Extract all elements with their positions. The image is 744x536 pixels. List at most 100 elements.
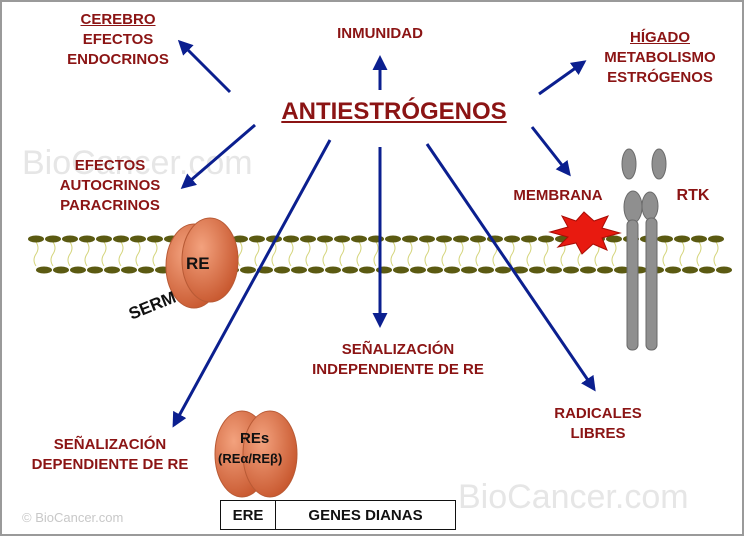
membrane-head [70,266,86,274]
label-dependiente-line1: SEÑALIZACIÓN [53,436,167,453]
membrane-head [410,266,426,274]
membrane-tail [679,241,685,267]
membrane-head [419,235,435,243]
rtk-receptor [621,148,667,351]
membrane-head [308,266,324,274]
membrane-head [708,235,724,243]
membrane-head [45,235,61,243]
membrane-head [368,235,384,243]
membrane-tail [543,241,549,267]
label-radicales-line2: LIBRES [570,425,626,442]
label-dependiente: SEÑALIZACIÓN DEPENDIENTE DE RE [20,435,200,475]
membrane-head [436,235,452,243]
label-dependiente-line2: DEPENDIENTE DE RE [31,456,189,473]
label-cerebro-line2: EFECTOS [82,31,154,48]
label-independiente: SEÑALIZACIÓN INDEPENDIENTE DE RE [308,340,488,380]
membrane-head [495,266,511,274]
membrane-tail [135,241,141,267]
membrane-tail [254,241,260,267]
membrane-head [62,235,78,243]
membrane-tail [33,241,39,267]
membrane-head [334,235,350,243]
membrane-head [606,235,622,243]
membrane-head [104,266,120,274]
membrane-head [504,235,520,243]
label-rtk: RTK [676,187,710,204]
membrane-head [385,235,401,243]
label-membrana: MEMBRANA [513,187,603,204]
membrane-tail [84,241,90,267]
membrane-head [121,266,137,274]
label-independiente-line1: SEÑALIZACIÓN [341,341,455,358]
membrane-tail [271,241,277,267]
membrane-head [28,235,44,243]
membrane-head [657,235,673,243]
membrane-tail [152,241,158,267]
membrane-head [614,266,630,274]
membrane-tail [475,241,481,267]
membrane-head [699,266,715,274]
arrow-to-dependiente [172,139,332,428]
membrane-tail [50,241,56,267]
membrane-head [317,235,333,243]
label-independiente-line2: INDEPENDIENTE DE RE [312,361,484,378]
membrane-head [674,235,690,243]
membrane-head [325,266,341,274]
membrane-tail [339,241,345,267]
membrane-head [470,235,486,243]
membrane-tail [713,241,719,267]
membrane-tail [407,241,413,267]
membrane-head [563,266,579,274]
label-higado-line2: METABOLISMO [604,49,716,66]
label-autocrinos: EFECTOS AUTOCRINOS PARACRINOS [50,156,170,216]
membrane-head [461,266,477,274]
membrane-tail [509,241,515,267]
membrane-head [342,266,358,274]
label-re: RE [186,254,210,273]
membrane-head [402,235,418,243]
label-autocrinos-line1: EFECTOS [74,157,146,174]
membrane-head [274,266,290,274]
membrane-tail [237,241,243,267]
membrane-head [427,266,443,274]
membrane-head [291,266,307,274]
label-cerebro-line3: ENDOCRINOS [67,51,169,68]
label-res: REs [240,430,270,447]
membrane-head [580,266,596,274]
label-autocrinos-line2: AUTOCRINOS [59,177,161,194]
membrane-tail [526,241,532,267]
membrane-tail [696,241,702,267]
title-antiestrogenos: ANTIESTRÓGENOS [281,98,507,125]
membrane-tail [356,241,362,267]
label-autocrinos-line3: PARACRINOS [60,197,160,214]
membrane-tail [101,241,107,267]
membrane-head [478,266,494,274]
membrane-head [351,235,367,243]
membrane-head [538,235,554,243]
membrane-head [240,266,256,274]
membrane-tail [373,241,379,267]
membrane-head [529,266,545,274]
membrane-head [521,235,537,243]
membrane-burst-icon [548,211,622,255]
watermark-top: BioCancer.com [22,144,253,182]
membrane-tail [424,241,430,267]
membrane-head [546,266,562,274]
membrane-head [283,235,299,243]
gene-box: ERE GENES DIANAS [220,500,456,530]
membrane-tail [611,241,617,267]
res-receptor [214,410,298,498]
label-higado: HÍGADO METABOLISMO ESTRÓGENOS [590,28,730,88]
arrow-to-radicales [425,143,596,392]
membrane-head [53,266,69,274]
arrow-to-autocrinos [180,123,256,189]
membrane-head [453,235,469,243]
membrane-head [130,235,146,243]
membrane-tail [458,241,464,267]
membrane-head [665,266,681,274]
label-higado-line3: ESTRÓGENOS [607,69,713,86]
arrows [172,39,596,428]
membrane-head [147,235,163,243]
label-inmunidad: INMUNIDAD [337,25,423,42]
